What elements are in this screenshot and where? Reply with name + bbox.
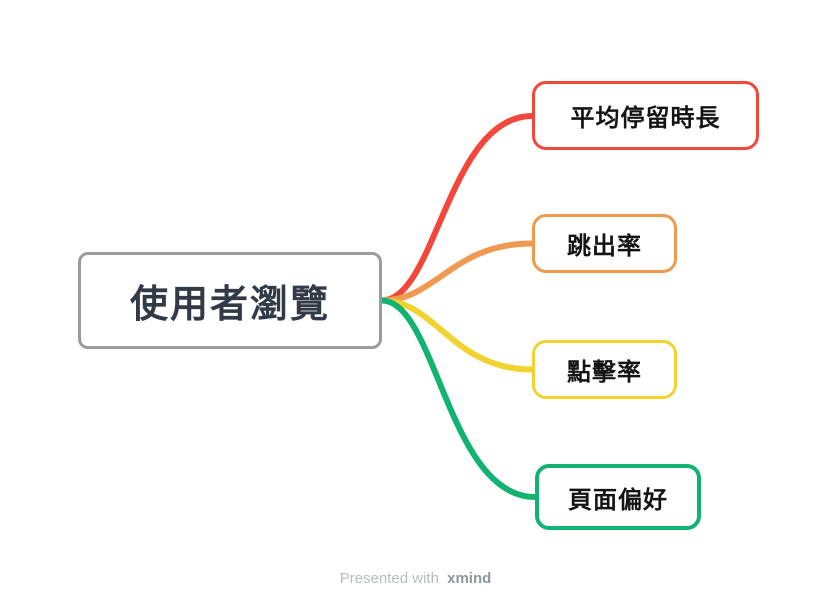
branch-label-click-rate: 點擊率 <box>567 359 642 386</box>
watermark: Presented with xmind <box>0 570 831 587</box>
watermark-brand: xmind <box>447 570 492 587</box>
branch-label-avg-stay-time: 平均停留時長 <box>570 105 721 132</box>
branch-node-bounce-rate[interactable]: 跳出率 <box>532 214 677 273</box>
branch-label-bounce-rate: 跳出率 <box>567 233 642 260</box>
branch-node-page-preference[interactable]: 頁面偏好 <box>535 464 701 530</box>
central-topic-label: 使用者瀏覽 <box>129 284 330 326</box>
watermark-prefix: Presented with <box>339 570 439 587</box>
connector-page-preference <box>379 297 538 500</box>
branch-node-click-rate[interactable]: 點擊率 <box>532 340 677 399</box>
central-topic-node[interactable]: 使用者瀏覽 <box>78 252 382 349</box>
branch-label-page-preference: 頁面偏好 <box>568 486 668 514</box>
connector-bounce-rate <box>379 240 535 304</box>
connector-avg-stay-time <box>379 113 535 304</box>
branch-node-avg-stay-time[interactable]: 平均停留時長 <box>532 81 759 150</box>
connector-click-rate <box>379 297 535 373</box>
